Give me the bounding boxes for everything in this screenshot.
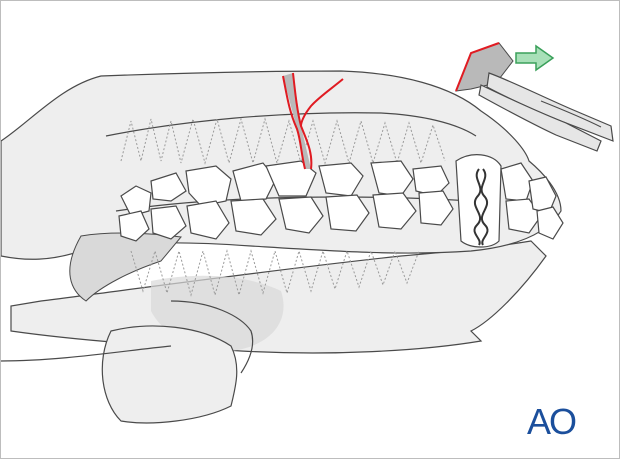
cerclage-wire-icon-2 xyxy=(480,168,489,246)
cerclage-wire-icon xyxy=(473,168,482,246)
fracture-line-right xyxy=(299,78,344,170)
arrow-right-icon xyxy=(515,44,555,72)
upper-teeth xyxy=(120,160,450,217)
bone-fragment-edge xyxy=(455,42,500,92)
nasal-bridge-line xyxy=(105,112,477,137)
ao-logo: AO xyxy=(527,401,577,442)
zygomatic-arch xyxy=(101,325,238,424)
root-outline-upper xyxy=(120,117,446,165)
lower-teeth xyxy=(118,190,454,242)
skull-ventral-outline xyxy=(1,345,172,362)
fracture-line-branch xyxy=(292,72,302,127)
forceps-icon xyxy=(478,72,614,152)
fracture-gap xyxy=(283,73,311,169)
arch-outline xyxy=(170,300,254,374)
fracture-line-left xyxy=(282,75,306,170)
canine-region xyxy=(455,154,564,248)
